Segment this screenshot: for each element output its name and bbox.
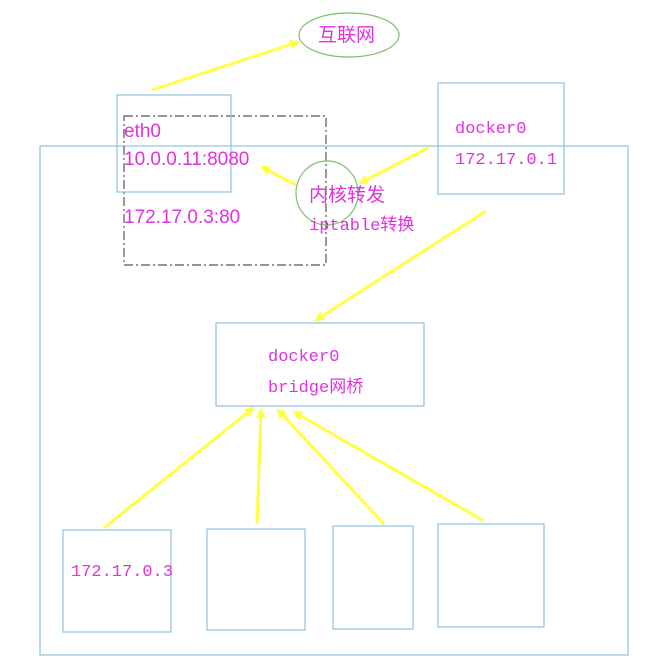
docker0-host-name: docker0 [455, 120, 527, 139]
eth0-name: eth0 [124, 121, 161, 142]
port-mapping-target: 172.17.0.3:80 [124, 207, 241, 228]
arrow-eth0-to-internet [151, 39, 300, 92]
arrow-kernel-to-eth0 [260, 165, 297, 187]
kernel-ellipse [295, 160, 359, 226]
container-box-1 [62, 529, 172, 633]
container-box-4 [437, 523, 545, 628]
container-box-2 [206, 528, 306, 631]
eth0-address: 10.0.0.11:8080 [124, 149, 250, 170]
eth0-box [116, 94, 232, 193]
internet-ellipse [298, 12, 400, 58]
iptable-label: iptable转换 [309, 217, 415, 236]
arrow-container1-to-bridge [103, 406, 255, 530]
arrow-container3-to-bridge [276, 408, 386, 526]
bridge-name: docker0 [268, 348, 340, 367]
arrow-docker0-to-kernel [358, 146, 429, 185]
bridge-label: bridge网桥 [268, 379, 364, 398]
host-frame [39, 145, 629, 656]
port-mapping-frame [123, 115, 327, 266]
docker0-host-ip: 172.17.0.1 [455, 151, 558, 170]
container-1-ip: 172.17.0.3 [71, 563, 174, 582]
arrow-host-to-bridge [314, 209, 487, 322]
container-box-3 [332, 525, 414, 630]
arrow-container4-to-bridge [292, 410, 485, 523]
bridge-box [215, 322, 425, 407]
internet-label: 互联网 [318, 25, 376, 46]
docker0-host-box [437, 82, 565, 195]
arrow-container2-to-bridge [255, 408, 266, 525]
kernel-forward-label: 内核转发 [309, 185, 386, 206]
